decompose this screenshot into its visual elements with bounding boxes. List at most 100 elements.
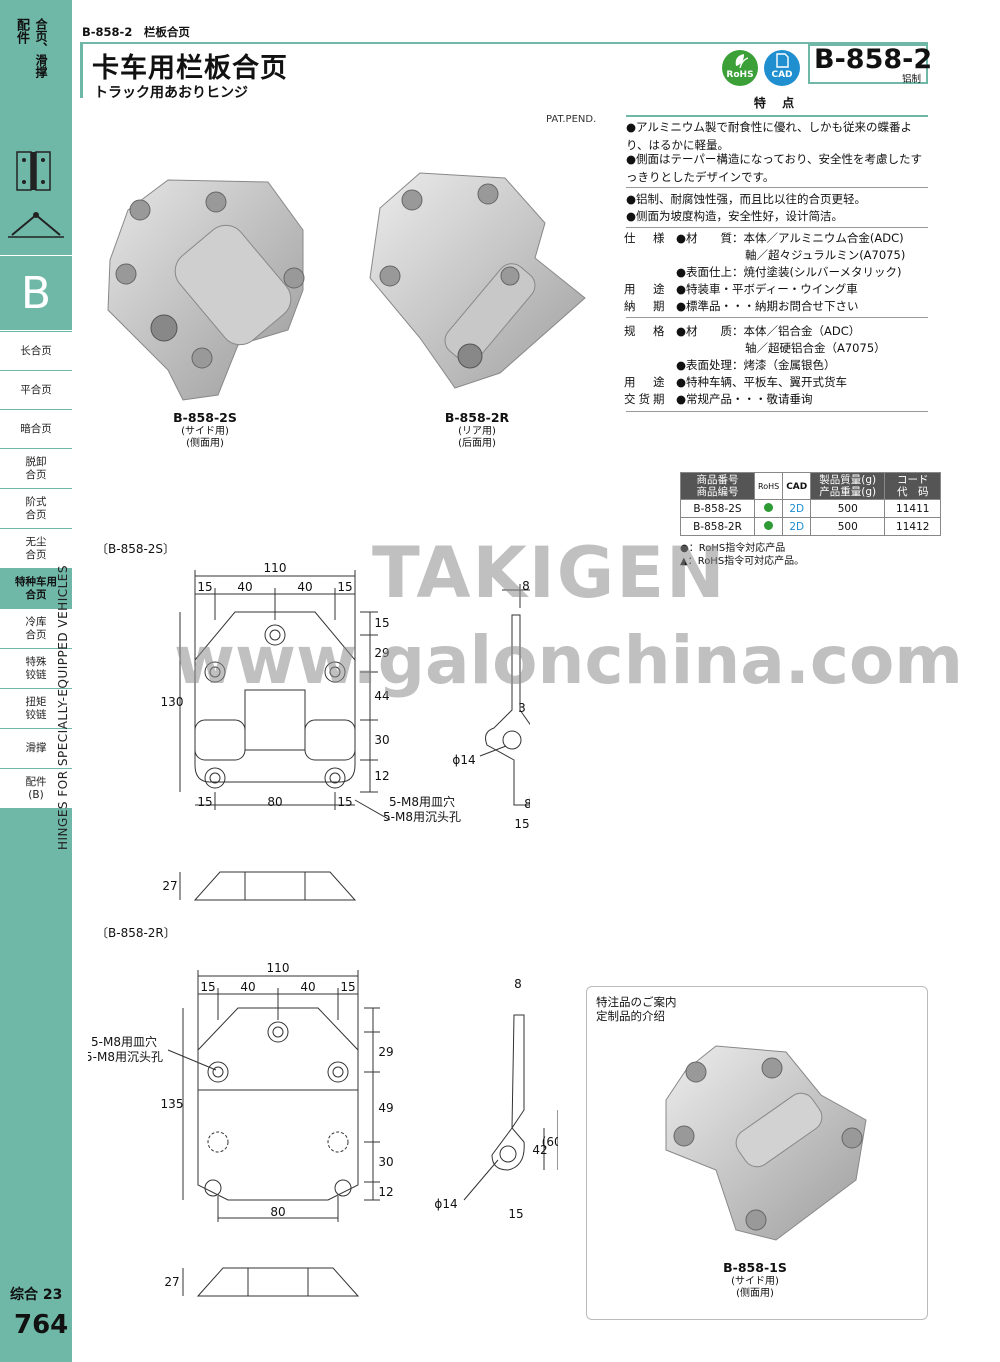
special-order-box [586, 986, 928, 1320]
drawing-label-2r: 〔B-858-2R〕 [96, 926, 176, 940]
sidebar-item[interactable]: 无尘 合页 [0, 529, 72, 569]
dim: 30 [374, 733, 389, 747]
page-subtitle: トラック用あおりヒンジ [94, 85, 248, 101]
sidebar-item[interactable]: 配件 (B) [0, 769, 72, 809]
dim: (60) [542, 1135, 558, 1149]
specs-cn: 规 格 ●材 质：本体／铝合金（ADC） 轴／超硬铝合金（A7075） ●表面处… [624, 323, 930, 413]
spec-label: 納 期 [624, 299, 668, 313]
th-ccode: コード代 码 [884, 472, 942, 500]
sidebar-item[interactable]: 滑撑 [0, 729, 72, 769]
th-cad-label: CAD [786, 481, 808, 492]
spec-label: 用 途 [624, 375, 668, 389]
product-caption-2r: B-858-2R (リア用) (后面用) [412, 411, 542, 450]
cell-weight: 500 [810, 499, 886, 518]
rohs-dot-icon [764, 502, 774, 512]
product-code: B-858-2S [173, 410, 237, 425]
product-table: 商品番号商品编号 RoHS CAD 製品質量(g)产品重量(g) コード代 码 … [680, 472, 942, 536]
product-use-cn: (侧面用) [186, 438, 224, 449]
feature-cn-1: ●铝制、耐腐蚀性强，而且比以往的合页更轻。 [626, 192, 867, 206]
patent-pending: PAT.PEND. [546, 114, 597, 125]
sidebar-item[interactable]: 脱卸 合页 [0, 449, 72, 489]
cell-cad: 2D [782, 517, 812, 536]
section-letter: B [0, 255, 72, 331]
divider [626, 187, 928, 188]
divider [626, 317, 928, 318]
sidebar-item-active[interactable]: 特种车用 合页 [0, 569, 72, 609]
product-photo-1s [665, 1045, 867, 1241]
category-main: 配件 [14, 18, 29, 44]
dim: 15 [340, 980, 355, 994]
dim: 12 [374, 769, 389, 783]
dim: 29 [378, 1045, 393, 1059]
features-title: 特 点 [626, 94, 928, 117]
watermark-brand: TAKIGEN [372, 532, 727, 614]
product-photo-2s [107, 179, 305, 401]
model-code: B-858-2 [814, 44, 933, 75]
sidebar-vertical-title: HINGES FOR SPECIALLY-EQUIPPED VEHICLES [56, 564, 70, 850]
cell-rohs [753, 499, 784, 518]
sidebar-category: 配件 合页、滑撑 [0, 0, 72, 130]
dim: 40 [237, 580, 252, 594]
product-use-cn: (侧面用) [736, 1288, 774, 1299]
th-ccode-cn: 代 码 [896, 486, 929, 498]
hole-note-cn: 5-M8用沉头孔 [383, 810, 461, 824]
th-ccode-jp: コード [896, 474, 929, 486]
spec-label: 用 途 [624, 282, 668, 296]
feature-jp-1: ●アルミニウム製で耐食性に優れ、しかも従来の蝶番より、はるかに軽量。 [626, 120, 913, 152]
spec-value: ●表面仕上：焼付塗装(シルバーメタリック) [676, 265, 902, 279]
rohs-dot-icon [764, 520, 774, 530]
rohs-badge-icon: RoHS [722, 50, 758, 86]
dim: 15 [200, 980, 215, 994]
dim: 15 [197, 795, 212, 809]
spec-value: ●標準品・・・納期お問合せ下さい [676, 299, 859, 313]
dim: 15 [514, 817, 529, 831]
table-row: B-858-2S 2D 500 11411 [680, 499, 942, 518]
spec-value: 轴／超硬铝合金（A7075） [676, 341, 886, 355]
page-number: 764 [14, 1310, 69, 1340]
cell-rohs [753, 517, 784, 536]
dim: 3 [518, 701, 526, 715]
sidebar-item[interactable]: 长合页 [0, 332, 72, 371]
sidebar-item[interactable]: 平合页 [0, 371, 72, 410]
cell-cad: 2D [782, 499, 812, 518]
th-cad: CAD [782, 472, 812, 500]
sidebar-item[interactable]: 暗合页 [0, 410, 72, 449]
th-rohs-label: RoHS [758, 481, 780, 491]
feature-jp-2: ●側面はテーパー構造になっており、安全性を考慮したすっきりとしたデザインです。 [626, 152, 923, 184]
sidebar-item[interactable]: 阶式 合页 [0, 489, 72, 529]
th-weight: 製品質量(g)产品重量(g) [810, 472, 886, 500]
sidebar-item[interactable]: 特殊 铰链 [0, 649, 72, 689]
product-caption-2s: B-858-2S (サイド用) (侧面用) [140, 410, 270, 450]
dim-135: 135 [161, 1097, 184, 1111]
th-weight-jp: 製品質量(g) [819, 474, 877, 486]
table-row: B-858-2R 2D 500 11412 [680, 517, 942, 536]
drawing-label-2s: 〔B-858-2S〕 [96, 542, 176, 556]
spec-label: 交货期 [624, 392, 668, 406]
dim: 8 [514, 977, 522, 991]
dim: 40 [300, 980, 315, 994]
category-sub: 合页、滑撑 [34, 18, 48, 78]
spec-value: ●常规产品・・・敬请垂询 [676, 392, 813, 406]
cad-badge-label: CAD [771, 70, 793, 80]
page-footer: 综合 23 764 [0, 1280, 72, 1362]
model-material: 铝制 [902, 74, 922, 85]
legend-rohs-possible: ▲：RoHS指令可対応产品。 [680, 556, 805, 567]
spec-label: 规 格 [624, 324, 668, 338]
dim: 42 [532, 1143, 547, 1157]
sidebar-item[interactable]: 冷库 合页 [0, 609, 72, 649]
spec-value: ●特种车辆、平板车、翼开式货车 [676, 375, 848, 389]
rohs-badge-label: RoHS [726, 70, 754, 80]
header-bar [80, 44, 83, 98]
product-use-jp: (サイド用) [181, 426, 229, 437]
cell-ccode: 11411 [884, 499, 942, 518]
watermark-url: www.galonchina.com [174, 622, 964, 699]
divider [626, 411, 928, 412]
dim: 40 [297, 580, 312, 594]
legend-rohs: ●：RoHS指令対応产品 [680, 543, 786, 554]
sidebar-item[interactable]: 扭矩 铰链 [0, 689, 72, 729]
divider [626, 227, 928, 228]
hole-note-jp: 5-M8用皿穴 [91, 1034, 157, 1049]
hole-note-jp: 5-M8用皿穴 [389, 794, 455, 809]
th-weight-cn: 产品重量(g) [819, 486, 877, 498]
header-rule [80, 42, 928, 44]
